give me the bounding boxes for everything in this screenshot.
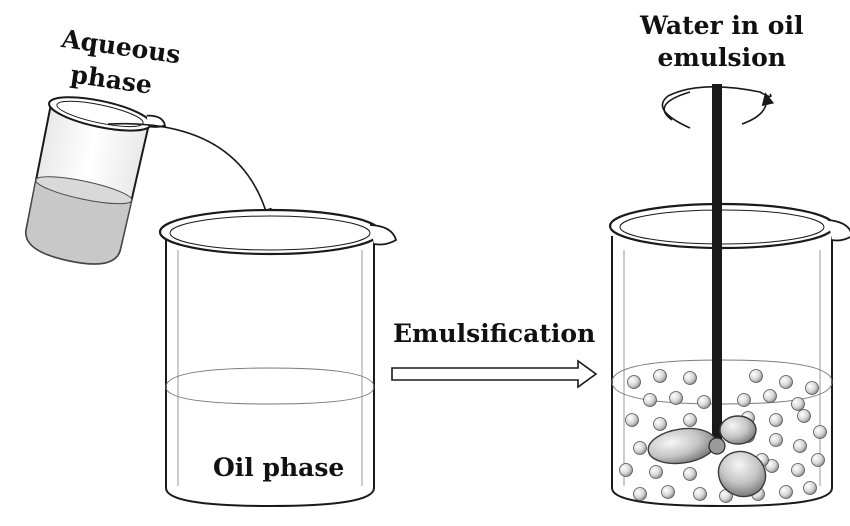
impeller-hub xyxy=(708,437,726,455)
water-droplet xyxy=(765,459,779,473)
water-droplet xyxy=(669,391,683,405)
water-droplet xyxy=(793,439,807,453)
oil-beaker-rim xyxy=(158,208,382,256)
water-droplet xyxy=(737,393,751,407)
water-droplet xyxy=(769,433,783,447)
hollow-right-arrow-icon xyxy=(391,359,598,389)
rotation-arrow-right xyxy=(741,92,775,125)
water-droplet xyxy=(763,389,777,403)
rotation-arrow-curve xyxy=(663,91,691,121)
stirrer-shaft-top xyxy=(712,84,722,244)
water-droplet xyxy=(683,467,697,481)
stirrer-shaft xyxy=(712,84,722,444)
oil-liquid-surface-back xyxy=(165,367,375,388)
oil-liquid-surface-front xyxy=(165,386,375,405)
impeller-blade-front xyxy=(717,450,767,498)
water-droplet xyxy=(649,465,663,479)
water-droplet xyxy=(633,487,647,501)
oil-beaker-spout xyxy=(369,224,398,246)
water-droplet xyxy=(619,463,633,477)
water-droplet xyxy=(633,441,647,455)
curved-arrow-icon xyxy=(107,122,272,222)
impeller xyxy=(647,415,767,498)
emulsion-beaker xyxy=(608,84,850,508)
aqueous-beaker-rim-inner xyxy=(56,100,144,128)
water-droplet xyxy=(653,369,667,383)
oil-beaker-rim-inner xyxy=(169,215,371,251)
water-droplet xyxy=(627,375,641,389)
emulsion-beaker-spout xyxy=(827,219,850,242)
water-droplet xyxy=(797,409,811,423)
water-droplet xyxy=(749,369,763,383)
water-droplet xyxy=(803,481,817,495)
aqueous-beaker-spout xyxy=(146,114,166,128)
water-droplet xyxy=(811,453,825,467)
water-droplet xyxy=(643,393,657,407)
water-droplet xyxy=(683,413,697,427)
water-droplet xyxy=(653,417,667,431)
water-droplet xyxy=(683,371,697,385)
oil-beaker-glass xyxy=(165,236,375,508)
water-droplet xyxy=(693,487,707,501)
oil-phase-label: Oil phase xyxy=(213,453,345,482)
water-in-oil-emulsion-label-line1: Water in oil xyxy=(640,11,804,40)
oil-beaker xyxy=(158,208,398,508)
emulsification-label: Emulsification xyxy=(393,319,596,348)
water-in-oil-emulsion-label-line2: emulsion xyxy=(657,43,786,72)
water-droplet xyxy=(625,413,639,427)
water-droplet xyxy=(805,381,819,395)
aqueous-liquid-surface xyxy=(35,176,133,205)
water-droplet xyxy=(779,375,793,389)
impeller-blade-back xyxy=(719,415,757,445)
water-droplet xyxy=(813,425,827,439)
water-droplet xyxy=(791,463,805,477)
aqueous-beaker xyxy=(25,96,166,265)
water-droplet xyxy=(779,485,793,499)
water-droplet xyxy=(661,485,675,499)
water-in-oil-emulsion-label: Water in oil emulsion xyxy=(640,10,803,74)
water-droplet xyxy=(791,397,805,411)
water-droplet xyxy=(769,413,783,427)
water-droplet xyxy=(697,395,711,409)
